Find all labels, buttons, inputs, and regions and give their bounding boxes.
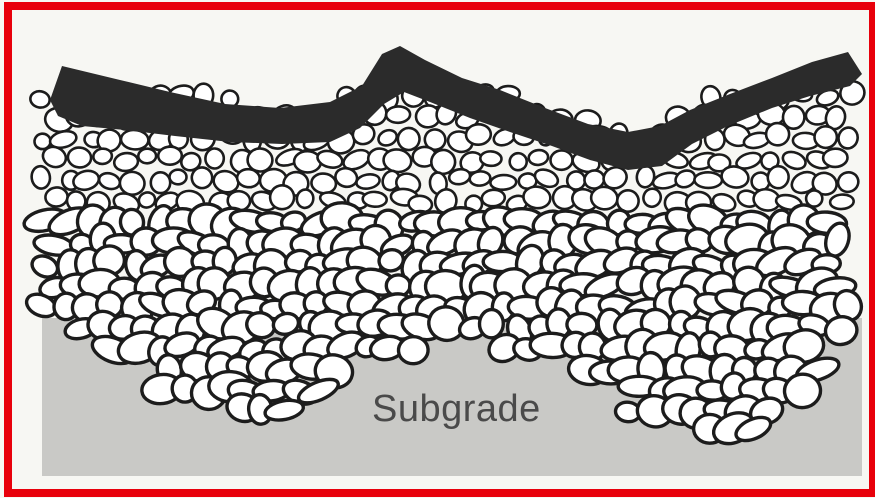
aggregate-stone-136 — [236, 168, 260, 188]
aggregate-stone-112 — [509, 152, 528, 171]
aggregate-stone-111 — [480, 151, 502, 166]
aggregate-stone-126 — [823, 148, 848, 167]
aggregate-stone-96 — [138, 149, 156, 164]
aggregate-stone-133 — [169, 170, 186, 185]
aggregate-stone-90 — [814, 126, 837, 148]
aggregate-stone-174 — [296, 188, 315, 209]
aggregate-stone-197 — [830, 194, 855, 210]
aggregate-stone-146 — [469, 171, 491, 187]
aggregate-stone-177 — [362, 191, 387, 207]
aggregate-stone-421 — [398, 336, 429, 365]
aggregate-stone-392 — [479, 309, 504, 338]
aggregate-stone-114 — [550, 150, 573, 171]
aggregate-stone-187 — [590, 186, 619, 211]
aggregate-stone-147 — [490, 174, 517, 190]
aggregate-stone-39 — [386, 106, 411, 123]
aggregate-stone-163 — [44, 186, 68, 207]
aggregate-stone-182 — [481, 189, 505, 207]
aggregate-stone-94 — [92, 147, 113, 165]
aggregate-stone-97 — [158, 146, 182, 165]
aggregate-stone-159 — [767, 165, 790, 189]
aggregate-stone-88 — [765, 122, 790, 146]
aggregate-stone-75 — [465, 124, 491, 146]
aggregate-stone-156 — [694, 172, 722, 188]
aggregate-stone-113 — [528, 149, 549, 166]
subgrade-label: Subgrade — [372, 388, 541, 431]
aggregate-stone-99 — [205, 148, 225, 169]
aggregate-stone-132 — [150, 172, 170, 193]
